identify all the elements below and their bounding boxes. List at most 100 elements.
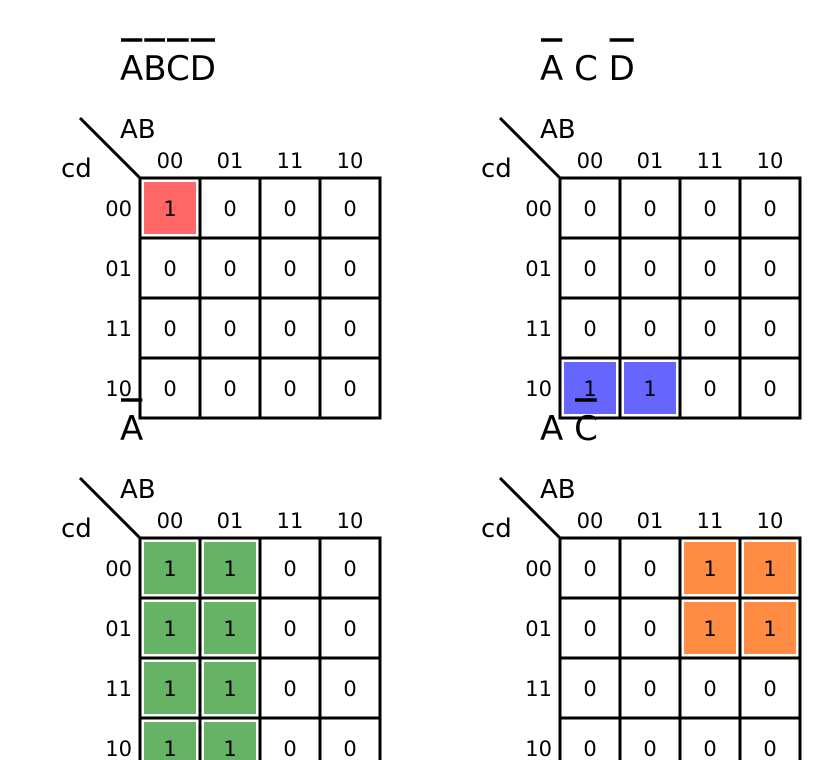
cell-value: 0 <box>703 377 716 401</box>
highlight-cell <box>144 182 196 234</box>
cell-value: 0 <box>283 317 296 341</box>
cell-value: 1 <box>583 377 596 401</box>
cell-value: 0 <box>763 677 776 701</box>
cell-value: 0 <box>343 317 356 341</box>
cell-value: 0 <box>343 257 356 281</box>
cell-value: 0 <box>223 377 236 401</box>
kmap-title-text: A C D <box>540 49 635 89</box>
cell-value: 1 <box>223 557 236 581</box>
column-label: 10 <box>337 509 364 533</box>
row-variable-label: cd <box>481 154 512 184</box>
corner-diagonal <box>78 116 142 180</box>
highlight-cell <box>684 602 736 654</box>
cell-value: 0 <box>643 737 656 760</box>
highlight-cell <box>744 602 796 654</box>
cell-value: 1 <box>643 377 656 401</box>
cell-value: 1 <box>223 617 236 641</box>
cell-value: 1 <box>703 557 716 581</box>
cell-value: 0 <box>343 617 356 641</box>
cell-value: 0 <box>343 737 356 760</box>
column-variable-label: AB <box>120 115 156 145</box>
cell-value: 0 <box>283 677 296 701</box>
row-label: 00 <box>105 557 132 581</box>
row-label: 01 <box>525 257 552 281</box>
row-label: 01 <box>525 617 552 641</box>
title-variable: A <box>120 409 143 449</box>
title-variable: D <box>609 49 635 89</box>
cell-value: 0 <box>583 197 596 221</box>
cell-value: 0 <box>283 737 296 760</box>
cell-value: 0 <box>643 317 656 341</box>
kmap-title-text: A C <box>540 409 598 449</box>
cell-value: 0 <box>343 557 356 581</box>
column-label: 01 <box>637 509 664 533</box>
title-variable: C <box>574 49 598 89</box>
cell-value: 0 <box>343 677 356 701</box>
highlight-cell <box>144 722 196 760</box>
row-label: 10 <box>525 377 552 401</box>
column-label: 10 <box>757 509 784 533</box>
highlight-cell <box>744 542 796 594</box>
cell-value: 0 <box>763 737 776 760</box>
cell-value: 0 <box>283 377 296 401</box>
row-label: 10 <box>105 377 132 401</box>
column-label: 00 <box>577 149 604 173</box>
cell-value: 0 <box>223 257 236 281</box>
cell-value: 0 <box>703 257 716 281</box>
corner-diagonal <box>498 476 562 540</box>
highlight-cell <box>204 542 256 594</box>
title-variable: A <box>120 49 143 89</box>
column-label: 11 <box>277 509 304 533</box>
title-space <box>563 409 574 449</box>
cell-value: 1 <box>163 197 176 221</box>
cell-value: 1 <box>163 737 176 760</box>
kmap-title: A <box>120 398 143 449</box>
cell-value: 0 <box>643 677 656 701</box>
column-variable-label: AB <box>540 115 576 145</box>
highlight-cell <box>204 602 256 654</box>
cell-value: 0 <box>583 737 596 760</box>
cell-value: 1 <box>703 617 716 641</box>
cell-value: 0 <box>583 317 596 341</box>
cell-value: 1 <box>223 677 236 701</box>
cell-value: 1 <box>163 677 176 701</box>
kmap-title: A C <box>540 398 598 449</box>
highlight-cell <box>564 362 616 414</box>
row-label: 11 <box>525 677 552 701</box>
cell-value: 0 <box>703 197 716 221</box>
row-variable-label: cd <box>61 154 92 184</box>
cell-value: 0 <box>643 197 656 221</box>
cell-value: 0 <box>583 617 596 641</box>
row-label: 10 <box>105 737 132 760</box>
row-variable-label: cd <box>61 514 92 544</box>
highlight-cell <box>144 662 196 714</box>
kmap-title-text: ABCD <box>120 49 216 89</box>
column-variable-label: AB <box>120 475 156 505</box>
column-label: 00 <box>577 509 604 533</box>
column-label: 01 <box>217 149 244 173</box>
highlight-cell <box>204 722 256 760</box>
cell-value: 0 <box>703 317 716 341</box>
cell-value: 0 <box>283 557 296 581</box>
cell-value: 0 <box>223 197 236 221</box>
cell-value: 1 <box>163 557 176 581</box>
cell-value: 1 <box>763 557 776 581</box>
cell-value: 1 <box>163 617 176 641</box>
title-variable: A <box>540 49 563 89</box>
highlight-cell <box>144 602 196 654</box>
cell-value: 1 <box>223 737 236 760</box>
highlight-cell <box>684 542 736 594</box>
column-label: 11 <box>277 149 304 173</box>
kmap-title: ABCD <box>120 38 216 89</box>
row-label: 10 <box>525 737 552 760</box>
corner-diagonal <box>498 116 562 180</box>
column-label: 00 <box>157 509 184 533</box>
cell-value: 0 <box>283 257 296 281</box>
title-variable: A <box>540 409 563 449</box>
cell-value: 0 <box>343 377 356 401</box>
column-label: 01 <box>217 509 244 533</box>
cell-value: 0 <box>763 377 776 401</box>
cell-value: 0 <box>283 617 296 641</box>
